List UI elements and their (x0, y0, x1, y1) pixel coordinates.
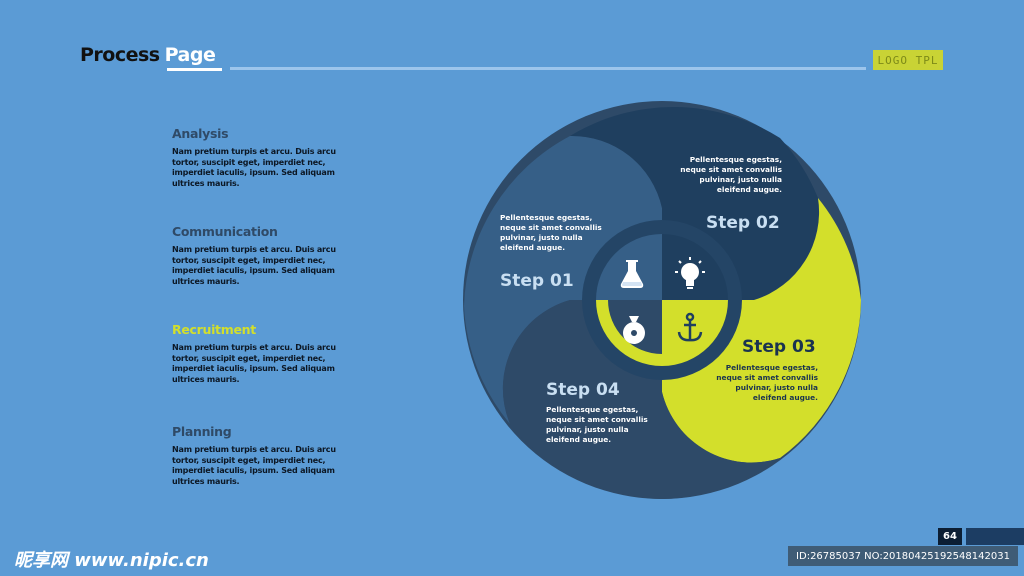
step-01-text-line1: Pellentesque egestas, (500, 213, 592, 222)
step-02-segment (570, 107, 820, 300)
step-04-label: Step 04 (546, 380, 620, 400)
step-04-text-line1: Pellentesque egestas, (546, 405, 638, 414)
step-04-text-line2: neque sit amet convallis (546, 415, 648, 424)
step-02-label: Step 02 (706, 213, 780, 233)
step-03-text-line3: pulvinar, justo nulla (735, 383, 818, 392)
page-number: 64 (938, 528, 962, 545)
sidebar-heading: Analysis (172, 126, 229, 141)
sidebar-heading: Recruitment (172, 322, 256, 337)
title-page: Page (164, 44, 216, 66)
step-03-text-line4: eleifend augue. (753, 393, 818, 402)
page-title: Process Page (80, 44, 216, 66)
money-bag-icon (623, 316, 645, 344)
step-04-text-line4: eleifend augue. (546, 435, 611, 444)
sidebar-text: Nam pretium turpis et arcu. Duis arcu to… (172, 245, 336, 286)
watermark-left: 昵享网 www.nipic.cn (14, 550, 209, 571)
step-01-text-line4: eleifend augue. (500, 243, 565, 252)
page-number-bar (966, 528, 1024, 545)
flask-icon (620, 260, 644, 288)
process-cycle-diagram: Step 01 Step 02 Step 03 Step 04 Pellente… (463, 101, 861, 499)
step-03-segment (662, 198, 861, 463)
sidebar-text: Nam pretium turpis et arcu. Duis arcu to… (172, 147, 336, 188)
sidebar-heading: Planning (172, 424, 232, 439)
step-01-label: Step 01 (500, 271, 574, 291)
step-03-text-line2: neque sit amet convallis (716, 373, 818, 382)
sidebar-item-communication: Communication Nam pretium turpis et arcu… (172, 224, 347, 287)
step-02-text-line1: Pellentesque egestas, (690, 155, 782, 164)
sidebar-item-planning: Planning Nam pretium turpis et arcu. Dui… (172, 424, 347, 487)
lightbulb-icon (675, 257, 705, 289)
sidebar-heading: Communication (172, 224, 278, 239)
step-02-text-line4: eleifend augue. (717, 185, 782, 194)
sidebar-item-recruitment: Recruitment Nam pretium turpis et arcu. … (172, 322, 347, 385)
step-04-text-line3: pulvinar, justo nulla (546, 425, 629, 434)
watermark-right: ID:26785037 NO:20180425192548142031 (788, 546, 1018, 566)
step-01-text-line2: neque sit amet convallis (500, 223, 602, 232)
anchor-icon (677, 312, 703, 342)
center-quadrant-3 (662, 300, 728, 366)
sidebar-text: Nam pretium turpis et arcu. Duis arcu to… (172, 445, 336, 486)
step-02-text-line2: neque sit amet convallis (680, 165, 782, 174)
step-02-text-line3: pulvinar, justo nulla (699, 175, 782, 184)
step-03-label: Step 03 (742, 337, 816, 357)
header-rule (230, 67, 866, 70)
step-01-segment (464, 135, 662, 425)
title-underline (167, 68, 222, 71)
sidebar-text: Nam pretium turpis et arcu. Duis arcu to… (172, 343, 336, 384)
logo-placeholder: LOGO TPL (873, 50, 943, 70)
step-03-text-line1: Pellentesque egestas, (726, 363, 818, 372)
step-04-segment (502, 300, 780, 499)
title-process: Process (80, 44, 160, 66)
sidebar-item-analysis: Analysis Nam pretium turpis et arcu. Dui… (172, 126, 347, 189)
step-01-text-line3: pulvinar, justo nulla (500, 233, 583, 242)
